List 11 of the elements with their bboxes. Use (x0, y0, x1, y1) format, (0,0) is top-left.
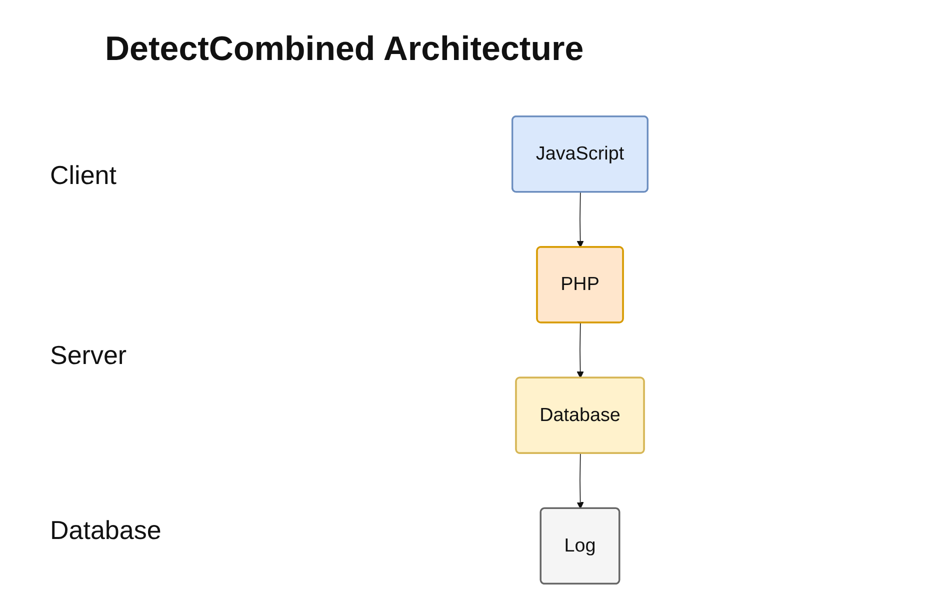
tier-label: Server (50, 340, 127, 371)
tier-label: Database (50, 515, 162, 546)
tier-label: Client (50, 160, 116, 191)
arrow (576, 322, 584, 378)
process-box: Database (515, 376, 645, 454)
arrow (576, 192, 584, 248)
process-box: PHP (536, 246, 624, 324)
process-box: JavaScript (512, 116, 648, 193)
diagram-title: DetectCombined Architecture (105, 30, 584, 69)
process-box: Log (540, 507, 620, 584)
arrow (576, 453, 584, 509)
